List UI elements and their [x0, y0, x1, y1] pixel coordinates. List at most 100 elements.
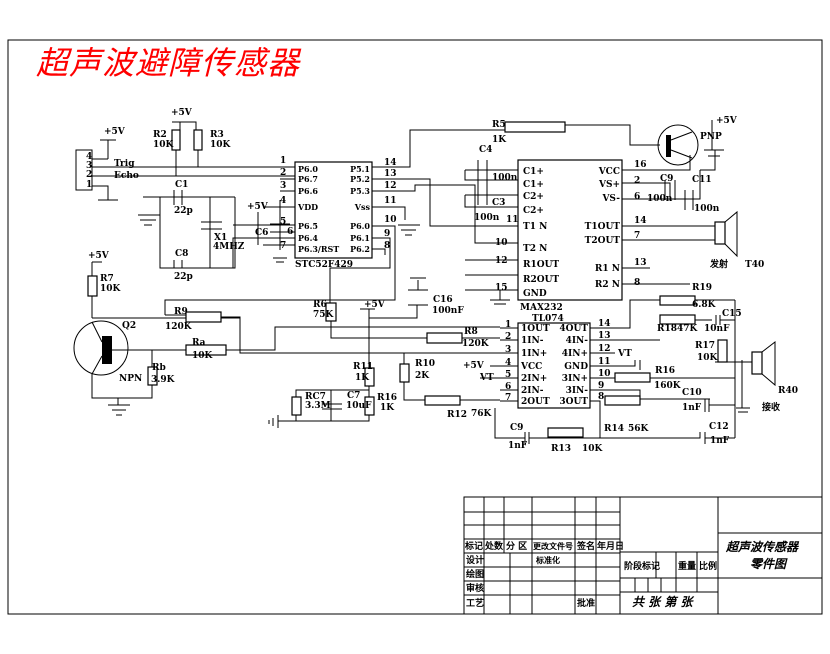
- analog-r8-label: R8: [464, 327, 478, 337]
- mcu-right-nums-2-label: 12: [384, 181, 397, 191]
- analog-r12-val-label: 76K: [471, 409, 493, 419]
- resistor-r16: [364, 396, 375, 416]
- mcu-left-pins-4-label: P6.5: [298, 221, 318, 231]
- driver-tx-name-label: T40: [745, 260, 764, 270]
- analog-c16-val-label: 100nF: [432, 306, 464, 316]
- analog-rb-label: Rb: [152, 363, 166, 373]
- tl074-right-nums-0-label: 14: [598, 319, 611, 329]
- receiver-r40: [751, 351, 763, 375]
- max232-c11-val-label: 100n: [694, 204, 720, 214]
- wires: [7, 39, 823, 615]
- mcu-right-pins-3-label: Vss: [354, 202, 371, 212]
- title-block-rows-0-label: 设计: [466, 554, 484, 566]
- crystal-c1-val-label: 22p: [174, 206, 193, 216]
- tl074-right-pins-0-label: 4OUT: [559, 324, 588, 334]
- resistor-r10: [399, 363, 410, 383]
- resistor-r18: [659, 314, 696, 325]
- title-block-headers-5-label: 年月日: [597, 540, 624, 552]
- q2-base: [102, 336, 112, 364]
- mcu-right-pins-1-label: P5.2: [350, 174, 370, 184]
- tl074-right-nums-4-label: 10: [598, 369, 611, 379]
- mcu-left-nums-6-label: 7: [280, 241, 286, 251]
- title-block-rows-2-label: 审核: [466, 582, 484, 594]
- max232-right-nums-6-label: 8: [634, 278, 640, 288]
- crystal-c8-label: C8: [175, 249, 188, 259]
- analog-r16-val-label: 1K: [380, 403, 395, 413]
- driver-r5-label: R5: [492, 120, 506, 130]
- title-block-headers-0-label: 标记: [464, 540, 483, 552]
- max232-right-nums-5-label: 13: [634, 258, 647, 268]
- max232-chip: [517, 159, 623, 301]
- receiver-r-68-label: 6.8K: [692, 300, 717, 310]
- tl074-left-pins-2-label: 1IN+: [521, 349, 547, 359]
- tl074-right-nums-6-label: 8: [598, 392, 604, 402]
- max232-left-pins-2-label: C2+: [523, 192, 544, 202]
- connector-pins-2-label: 2: [86, 170, 92, 180]
- max232-left-nums-3-label: 15: [495, 283, 508, 293]
- analog-ra-val-label: 10K: [192, 351, 214, 361]
- analog-supply-label: +5V: [364, 300, 386, 310]
- connector-pins-0-label: 4: [86, 152, 92, 162]
- title-block-part-name-label: 超声波传感器: [725, 540, 800, 554]
- tl074-left-pins-6-label: 2OUT: [521, 397, 550, 407]
- connector-pins-1-label: 3: [86, 161, 92, 171]
- title-block-rows-3-label: 工艺: [466, 597, 484, 609]
- drawing-title: 超声波避障传感器: [36, 44, 301, 82]
- max232-right-nums-0-label: 16: [634, 160, 647, 170]
- tl074-right-nums-1-label: 13: [598, 331, 611, 341]
- mcu-right-nums-5-label: 9: [384, 229, 390, 239]
- connector-echo-label: Echo: [114, 171, 139, 181]
- receiver-r16b-label: R16: [655, 366, 675, 376]
- analog-rb-val-label: 3.9K: [151, 375, 176, 385]
- max232-c3-label: C3: [492, 198, 505, 208]
- receiver-r16b-val-label: 160K: [654, 381, 682, 391]
- max232-c4-label: C4: [479, 145, 492, 155]
- analog-q2-label: Q2: [122, 321, 136, 331]
- mcu-right-nums-4-label: 10: [384, 215, 397, 225]
- max232-c11-label: C11: [692, 175, 712, 185]
- analog-vt-label: VT: [479, 373, 494, 383]
- pnp-base: [666, 135, 671, 157]
- tl074-left-pins-0-label: 1OUT: [521, 324, 550, 334]
- resistor-r17: [717, 339, 728, 363]
- max232-right-pins-4-label: T2OUT: [585, 236, 621, 246]
- analog-ra-label: Ra: [192, 338, 206, 348]
- max232-right-pins-0-label: VCC: [598, 167, 620, 177]
- mcu-left-nums-3-label: 4: [280, 196, 286, 206]
- analog-c7-label: C7: [347, 391, 360, 401]
- tl074-right-pins-6-label: 3OUT: [559, 397, 588, 407]
- receiver-r14-label: R14: [604, 424, 624, 434]
- max232-right-nums-1-label: 2: [634, 176, 640, 186]
- mcu-right-nums-0-label: 14: [384, 158, 397, 168]
- resistor-r3: [193, 129, 203, 151]
- analog-c16-label: C16: [433, 295, 453, 305]
- tl074-left-nums-5-label: 6: [505, 382, 511, 392]
- resistor-r13: [547, 427, 584, 438]
- connector-supply-label: +5V: [104, 127, 126, 137]
- tl074-left-pins-1-label: 1IN-: [521, 336, 544, 346]
- driver-tx-label-label: 发射: [709, 258, 728, 270]
- mcu-left-nums-5-label: 6: [287, 227, 293, 237]
- receiver-c10-val-label: 1nF: [682, 403, 702, 413]
- max232-left-pins-6-label: R1OUT: [523, 260, 559, 270]
- resistor-r9: [185, 311, 222, 323]
- pullups-supply-label: +5V: [171, 108, 193, 118]
- analog-r7-supply-label: +5V: [88, 251, 110, 261]
- receiver-r18-label: R1847K: [657, 324, 699, 334]
- mcu-left-pins-1-label: P6.7: [298, 174, 318, 184]
- analog-r10-val-label: 2K: [415, 371, 430, 381]
- analog-op-supply-label: +5V: [463, 361, 485, 371]
- tl074-left-nums-6-label: 7: [505, 393, 511, 403]
- connector-body: [75, 149, 93, 191]
- title-block-approve-label: 批准: [577, 597, 595, 609]
- mcu-name-label: STC52F429: [295, 260, 353, 270]
- receiver-r14-val-label: 56K: [628, 424, 650, 434]
- pullups-r2-label: R2: [153, 130, 167, 140]
- pullups-r3-label: R3: [210, 130, 224, 140]
- max232-name-label: MAX232: [520, 303, 563, 313]
- mcu-right-pins-5-label: P6.1: [350, 233, 370, 243]
- crystal-vdd-supply-label: +5V: [247, 202, 269, 212]
- max232-c9-label: C9: [660, 174, 673, 184]
- tl074-left-nums-0-label: 1: [505, 320, 511, 330]
